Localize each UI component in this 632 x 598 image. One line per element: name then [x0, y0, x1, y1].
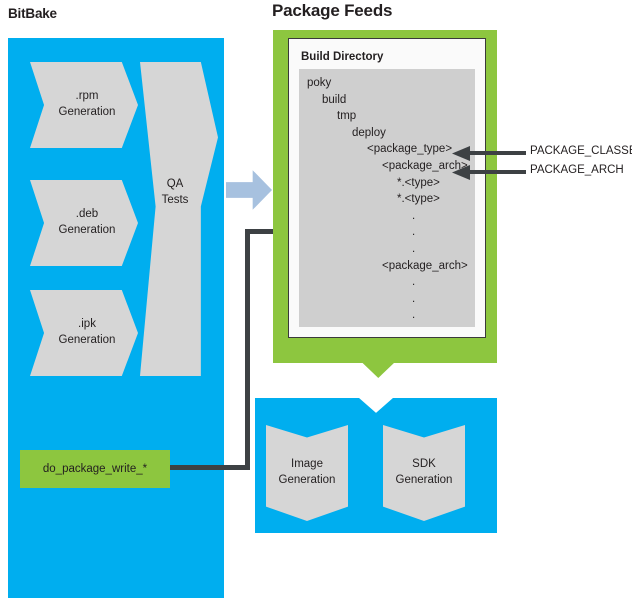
tree-node: build	[322, 93, 347, 106]
tree-node: <package_arch>	[382, 159, 468, 172]
tree-node: tmp	[337, 110, 357, 123]
tree-ellipsis-dot: .	[412, 209, 416, 222]
tree-ellipsis-dot: .	[412, 292, 416, 305]
package-classes-arrow-line	[469, 151, 526, 155]
tree-ellipsis-dot: .	[412, 242, 416, 255]
connector-wire-horizontal-upper	[245, 229, 297, 234]
tree-node: *.<type>	[397, 193, 440, 206]
annotation-package-arch-label: PACKAGE_ARCH	[530, 164, 624, 176]
tree-node: poky	[307, 77, 332, 89]
build-directory-card: Build Directory poky build tmp deploy <packa…	[288, 38, 486, 338]
connector-wire-horizontal-lower	[170, 465, 250, 470]
tree-ellipsis-dot: .	[412, 276, 416, 289]
task-do-package-write[interactable]: do_package_write_*	[20, 450, 170, 488]
build-directory-title: Build Directory	[301, 51, 384, 63]
bitbake-panel-lower	[8, 392, 224, 598]
build-directory-tree: poky build tmp deploy <package_type> <package…	[299, 69, 475, 327]
tree-node: <package_type>	[367, 143, 453, 156]
tree-ellipsis-dot: .	[412, 226, 416, 239]
tree-node: *.<type>	[397, 176, 440, 189]
tree-node: deploy	[352, 126, 386, 139]
tree-ellipsis-dot: .	[412, 309, 416, 322]
task-do-package-write-label: do_package_write_*	[42, 463, 148, 475]
connector-wire-vertical	[245, 231, 250, 470]
bitbake-title: BitBake	[8, 6, 57, 21]
annotation-package-classes-label: PACKAGE_CLASSES	[530, 145, 632, 157]
bitbake-to-package-feeds-arrow-icon	[226, 170, 272, 210]
package-feeds-title: Package Feeds	[272, 1, 393, 20]
tree-node: <package_arch>	[382, 259, 468, 272]
package-arch-arrow-line	[469, 170, 526, 174]
